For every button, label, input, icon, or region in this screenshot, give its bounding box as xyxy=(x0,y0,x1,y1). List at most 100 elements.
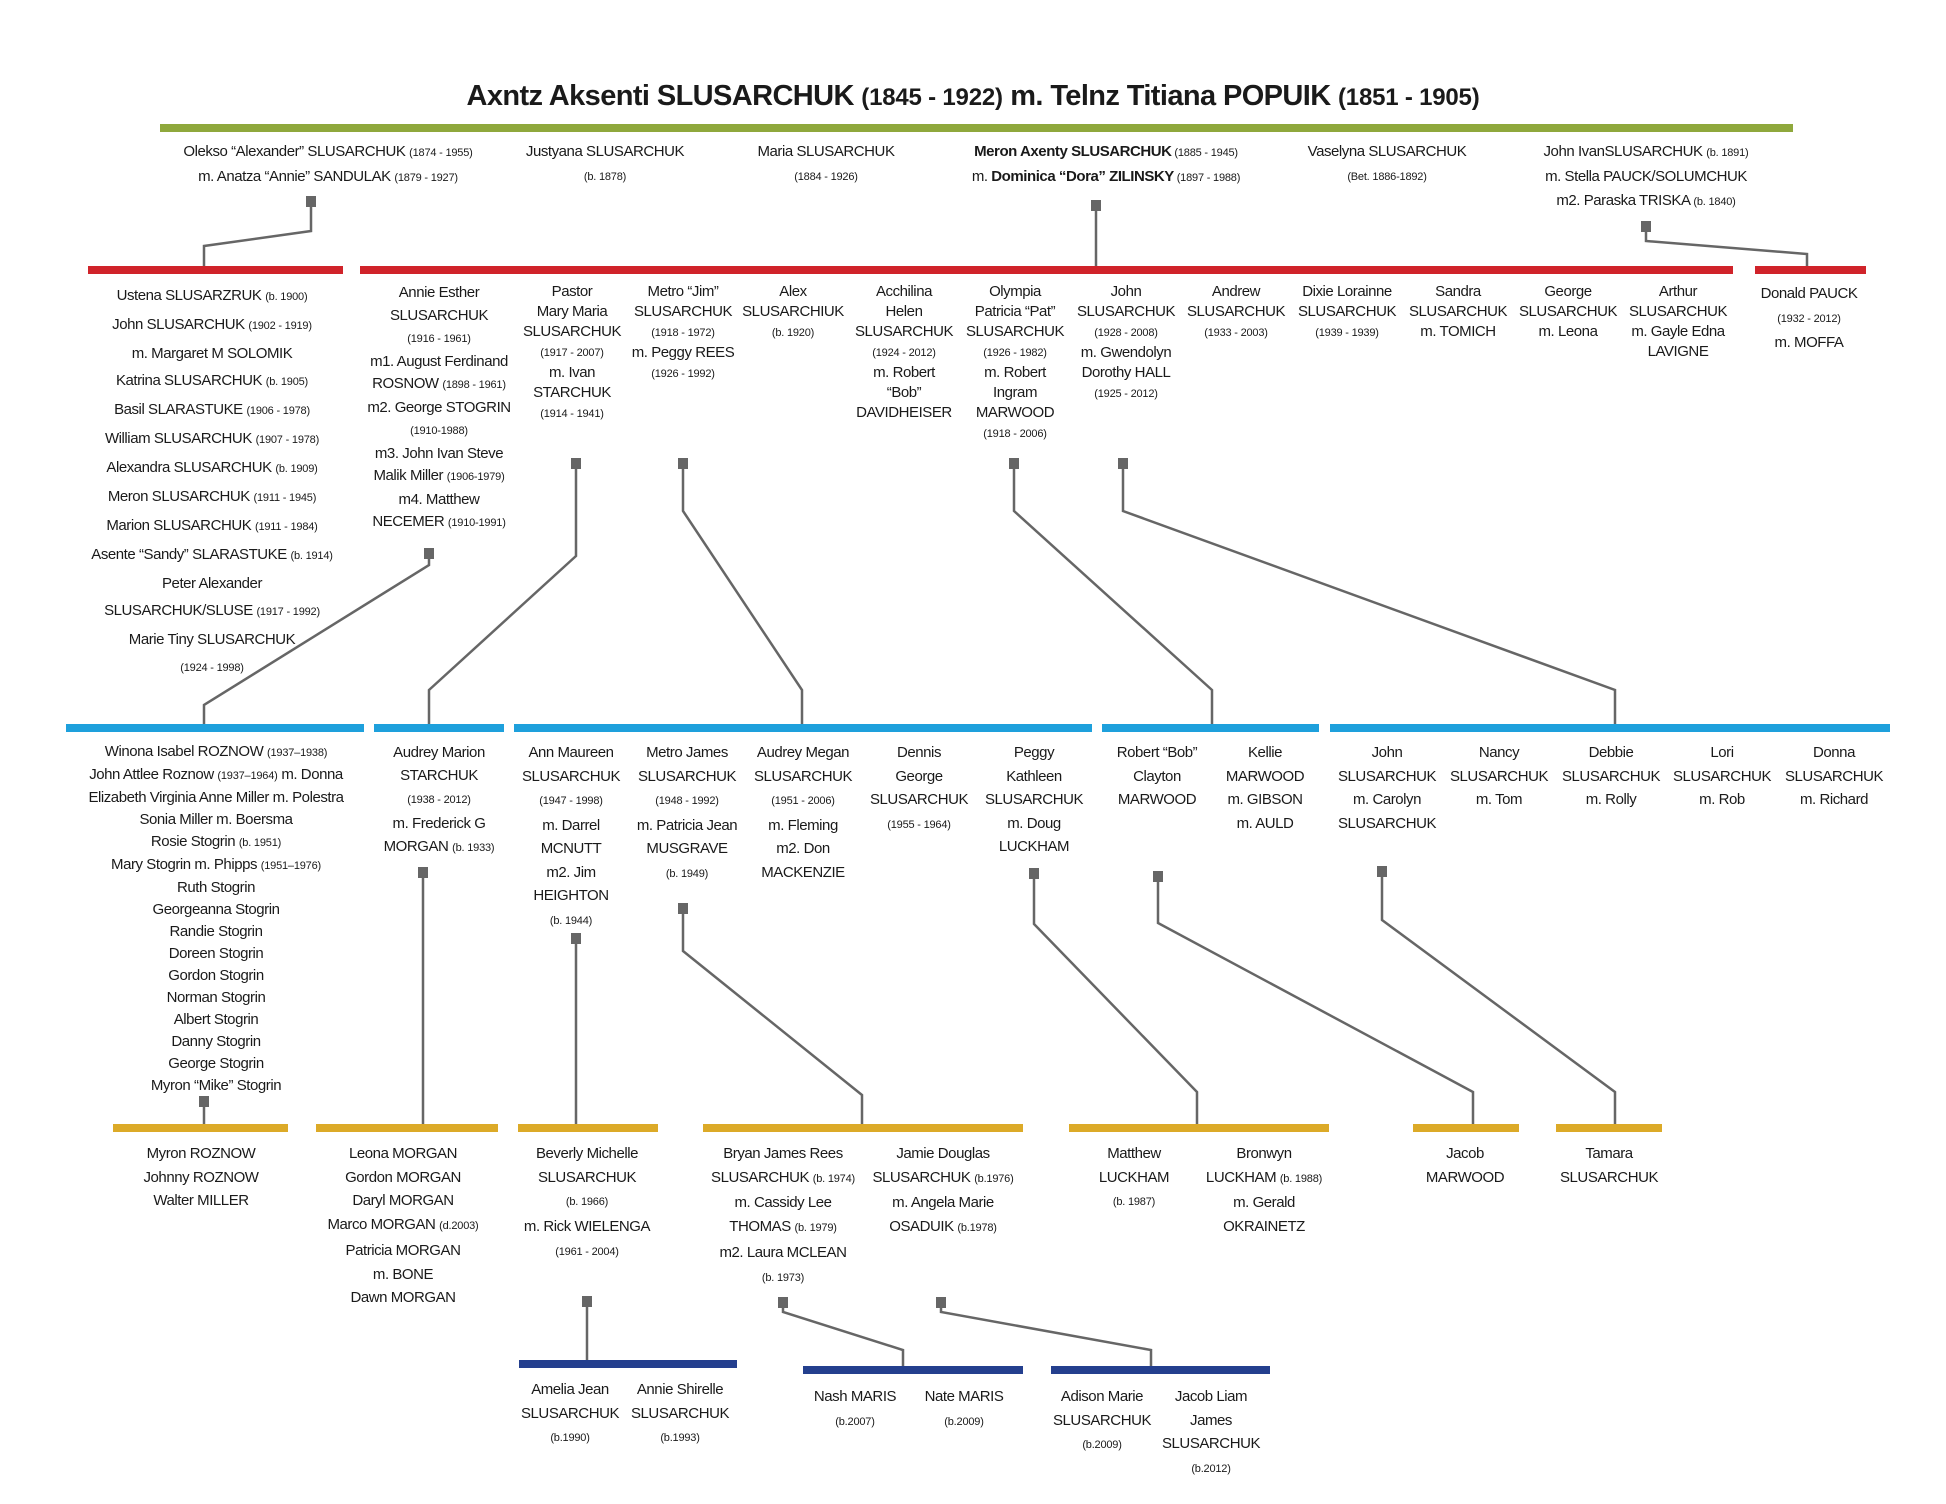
person-text-line: (b.1990) xyxy=(521,1425,619,1451)
person-text-line: m. Robert xyxy=(855,363,953,383)
person-text-line: Dorothy HALL xyxy=(1077,363,1175,383)
person-entry-gen5: Nash MARIS(b.2007) xyxy=(814,1385,897,1434)
connector-line xyxy=(681,464,804,728)
person-text-line: SLUSARCHUK xyxy=(985,788,1083,812)
life-dates: (b.1976) xyxy=(974,1172,1014,1185)
person-name: Audrey Megan xyxy=(756,744,850,761)
person-name: SLUSARCHUK xyxy=(1161,1435,1261,1452)
person-text-line: SLUSARCHUK xyxy=(1162,1432,1260,1456)
person-text-line: (1926 - 1992) xyxy=(632,363,735,384)
person-name: m2. George STOGRIN xyxy=(367,398,511,416)
person-text-line: Pastor xyxy=(523,282,621,302)
person-text-line: m. AULD xyxy=(1226,812,1304,836)
life-dates: (b.1978) xyxy=(957,1222,997,1235)
person-text-line: Sonia Miller m. Boersma xyxy=(88,809,343,831)
life-dates: (b. 1987) xyxy=(1112,1196,1156,1209)
person-name: MARWOOD xyxy=(975,404,1055,421)
life-dates: (b.2009) xyxy=(944,1415,984,1428)
life-dates: (b. 1979) xyxy=(794,1222,837,1235)
person-text-line: Randie Stogrin xyxy=(88,921,343,943)
person-name: Justyana SLUSARCHUK xyxy=(525,143,685,160)
person-name: Georgeanna Stogrin xyxy=(152,901,280,918)
person-name: George xyxy=(1544,283,1592,300)
person-text-line: Winona Isabel ROZNOW (1937–1938) xyxy=(88,741,343,764)
connector-node-square xyxy=(778,1297,788,1308)
person-text-line: SLUSARCHUK/SLUSE (1917 - 1992) xyxy=(91,597,332,626)
person-text-line: SLUSARCHUK xyxy=(632,302,735,322)
person-name: Pastor xyxy=(551,283,593,300)
person-name: SLUSARCHUK xyxy=(854,323,954,340)
person-name: m2. Don xyxy=(776,840,830,857)
person-name: THOMAS xyxy=(729,1218,795,1236)
person-text-line: Dixie Lorainne xyxy=(1298,282,1396,302)
person-text-line: (1917 - 2007) xyxy=(523,342,621,363)
person-name: Mary Maria xyxy=(536,303,608,320)
life-dates: (Bet. 1886-1892) xyxy=(1347,171,1427,183)
person-text-line: SLUSARCHUK xyxy=(637,765,737,789)
person-text-line: (1948 - 1992) xyxy=(637,788,737,814)
person-name: Leona MORGAN xyxy=(349,1145,457,1162)
person-name: Peter Alexander xyxy=(162,575,262,592)
person-name: Kathleen xyxy=(1006,767,1062,785)
life-dates: (1938 - 2012) xyxy=(407,794,471,806)
person-name: OKRAINETZ xyxy=(1223,1218,1305,1236)
person-text-line: m. MOFFA xyxy=(1761,331,1858,355)
person-name: Dixie Lorainne xyxy=(1302,283,1392,300)
person-text-line: SLUSARCHUK (b. 1974) xyxy=(711,1166,855,1192)
person-name: MARWOOD xyxy=(1225,767,1305,785)
life-dates: (1874 - 1955) xyxy=(409,147,473,159)
person-text-line: SLUSARCHUK xyxy=(1629,302,1727,322)
connector-node-square xyxy=(936,1297,946,1308)
person-name: Gordon MORGAN xyxy=(345,1168,461,1186)
person-text-line: Metro James xyxy=(637,741,737,765)
person-text-line: John IvanSLUSARCHUK (b. 1891) xyxy=(1544,140,1749,165)
connector-node-square xyxy=(424,548,434,559)
person-name: Matthew xyxy=(1107,1145,1161,1162)
connector-node-square xyxy=(1641,221,1651,232)
person-text-line: Meron SLUSARCHUK (1911 - 1945) xyxy=(91,483,332,512)
person-text-line: (1955 - 1964) xyxy=(870,812,968,838)
person-name: m. Anatza “Annie” SANDULAK xyxy=(198,168,395,185)
person-text-line: Beverly Michelle xyxy=(524,1142,650,1166)
gen4-sibling-bar xyxy=(316,1124,498,1132)
person-name: MACKENZIE xyxy=(761,863,845,881)
person-name: Basil SLARASTUKE xyxy=(114,401,247,418)
person-text-line: m. Doug xyxy=(985,812,1083,836)
person-text-line: Dawn MORGAN xyxy=(327,1286,478,1310)
gen5-sibling-bar xyxy=(803,1366,1023,1374)
person-text-line: SLUSARCHUK xyxy=(1673,765,1771,789)
person-text-line: Sandra xyxy=(1409,282,1507,302)
person-text-line: (b. 1949) xyxy=(637,861,737,887)
person-text-line: STARCHUK xyxy=(384,764,495,787)
person-text-line: Georgeanna Stogrin xyxy=(88,899,343,921)
life-dates: (1916 - 1961) xyxy=(407,333,471,345)
person-text-line: Meron Axenty SLUSARCHUK (1885 - 1945) xyxy=(972,140,1240,165)
person-text-line: SLUSARCHUK xyxy=(521,1402,619,1426)
person-text-line: (b.2009) xyxy=(1053,1432,1151,1458)
person-name: Helen xyxy=(885,303,923,320)
person-name: m. xyxy=(971,168,992,185)
life-dates: (1928 - 2008) xyxy=(1094,327,1158,339)
person-text-line: George Stogrin xyxy=(88,1053,343,1075)
person-name: Dennis xyxy=(897,744,941,761)
person-text-line: John Attlee Roznow (1937–1964) m. Donna xyxy=(88,764,343,787)
person-text-line: Myron “Mike” Stogrin xyxy=(88,1075,343,1097)
connector-node-square xyxy=(1153,871,1163,882)
person-name: Sandra xyxy=(1435,283,1481,300)
person-name: Jacob Liam xyxy=(1174,1388,1248,1405)
person-name: SLUSARCHUK xyxy=(521,767,621,785)
person-name: George Stogrin xyxy=(168,1055,264,1072)
person-name: Rosie Stogrin xyxy=(150,833,239,850)
person-name: m. Rick WIELENGA xyxy=(523,1218,651,1236)
person-text-line: NECEMER (1910-1991) xyxy=(367,511,510,535)
person-name: Myron “Mike” Stogrin xyxy=(150,1077,282,1094)
